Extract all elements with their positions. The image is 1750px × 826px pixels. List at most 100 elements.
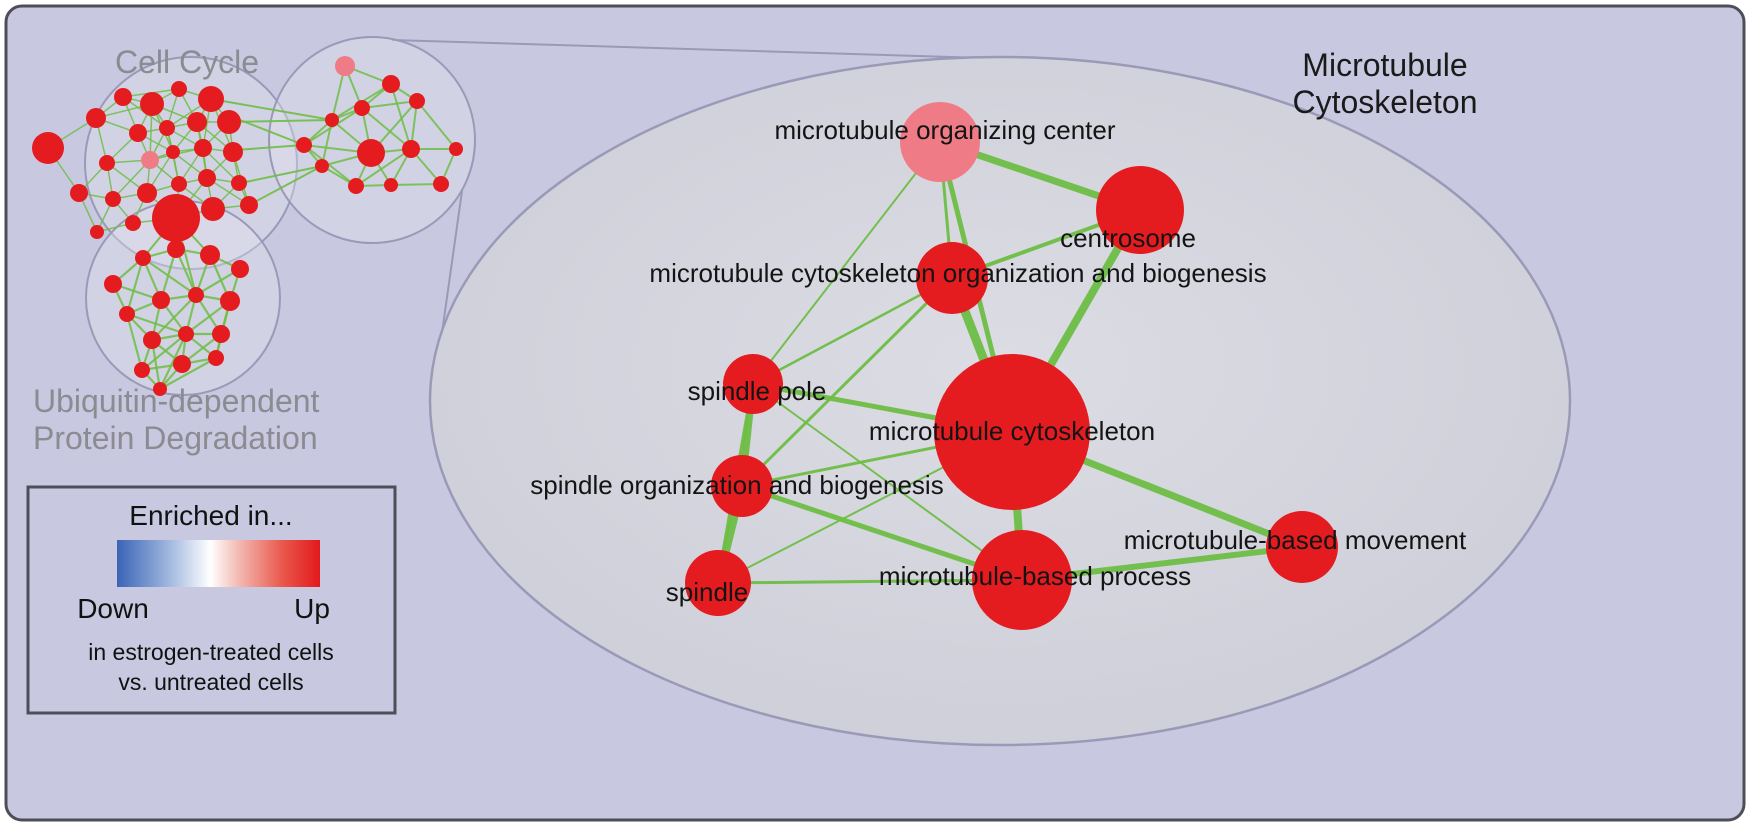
mini-edge [390,83,412,150]
mini-node [141,151,159,169]
mini-node [198,86,224,112]
mini-node [70,184,88,202]
node-label-mcob: microtubule cytoskeleton organization an… [649,258,1266,288]
mini-edge [159,333,187,390]
mini-node [201,197,225,221]
edge-spindle_pole-mbp [752,383,1023,581]
legend-box [26,485,397,715]
mini-edge [416,100,457,150]
node-label-spindle_pole: spindle pole [688,376,827,406]
mini-edge [141,333,187,371]
mini-node [208,350,224,366]
bridge-edge [248,165,323,206]
bridge-edge [235,144,305,151]
mini-node [152,291,170,309]
mini-node [223,142,243,162]
bridge-edge [210,98,333,121]
mini-node [173,355,191,373]
mini-node [153,382,167,396]
mini-node [125,215,141,231]
node-spindle_pole [723,354,783,414]
mini-node [114,88,132,106]
legend-gradient-bar [117,540,320,587]
edge-mcob-sob [740,276,954,488]
node-label-sob: spindle organization and biogenesis [530,470,943,500]
mini-node [354,100,370,116]
cell-cycle-label: Cell Cycle [115,44,259,80]
node-mct [934,354,1090,510]
mini-edge [361,100,418,109]
mini-node [357,139,385,167]
mini-node [159,120,175,136]
mini-node [296,137,312,153]
ubiquitin-label-line1: Ubiquitin-dependent [33,383,320,419]
mini-edge [159,357,217,390]
mini-edge [125,257,145,315]
ubiquitin-label-line2: Protein Degradation [33,420,318,456]
node-mbp [972,530,1072,630]
node-label-mbm: microtubule-based movement [1124,525,1467,555]
legend-subtitle-line2: vs. untreated cells [118,669,303,695]
node-label-mct: microtubule cytoskeleton [869,416,1155,446]
mini-node [90,225,104,239]
mini-node [171,176,187,192]
mini-node [129,124,147,142]
mini-edge [390,183,442,186]
edge-mcob-spindle_pole [751,276,954,386]
mini-node [99,155,115,171]
mini-edge [321,119,333,167]
mini-node [194,139,212,157]
mini-node [152,194,200,242]
mini-node [137,183,157,203]
mini-edge [151,294,197,341]
mini-node [188,287,204,303]
mini-node [32,132,64,164]
node-label-spindle: spindle [666,577,748,607]
legend-subtitle-line1: in estrogen-treated cells [88,639,333,665]
node-sob [711,455,773,517]
node-label-centrosome: centrosome [1060,223,1196,253]
node-mbm [1266,511,1338,583]
bridge-edge [228,119,333,123]
legend: Enriched in... Down Up in estrogen-treat… [26,485,397,715]
mini-node [134,362,150,378]
mini-node [135,250,151,266]
mini-edge [355,148,412,187]
bridge-edge [239,119,305,146]
node-spindle [685,550,751,616]
mini-node [315,159,329,173]
mini-node [140,92,164,116]
mini-node [384,178,398,192]
node-moc [900,102,980,182]
mini-node [231,260,249,278]
mini-node [86,108,106,128]
mini-clusters-group [32,36,476,396]
mini-node [433,176,449,192]
node-mcob [916,242,988,314]
node-label-mbp: microtubule-based process [879,561,1191,591]
mini-node [167,240,185,258]
mini-node [104,275,122,293]
bridge-edge [240,165,323,184]
node-label-moc: microtubule organizing center [774,115,1115,145]
mini-node [382,75,400,93]
edge-spindle-mbp [716,578,1024,585]
cluster-boundary-cell-cycle [84,56,298,270]
magnifier-line [391,39,986,59]
microtubule-title-line2: Cytoskeleton [1293,84,1478,120]
mini-node [325,113,339,127]
mini-node [348,178,364,194]
mini-node [105,191,121,207]
edge-moc-spindle_pole [752,141,941,385]
mini-edge [142,257,197,296]
legend-down-label: Down [77,593,149,624]
mini-node [217,110,241,134]
legend-up-label: Up [294,593,330,624]
mini-node [200,245,220,265]
node-centrosome [1096,166,1184,254]
mini-node [212,325,230,343]
mini-node [143,331,161,349]
mini-node [198,169,216,187]
